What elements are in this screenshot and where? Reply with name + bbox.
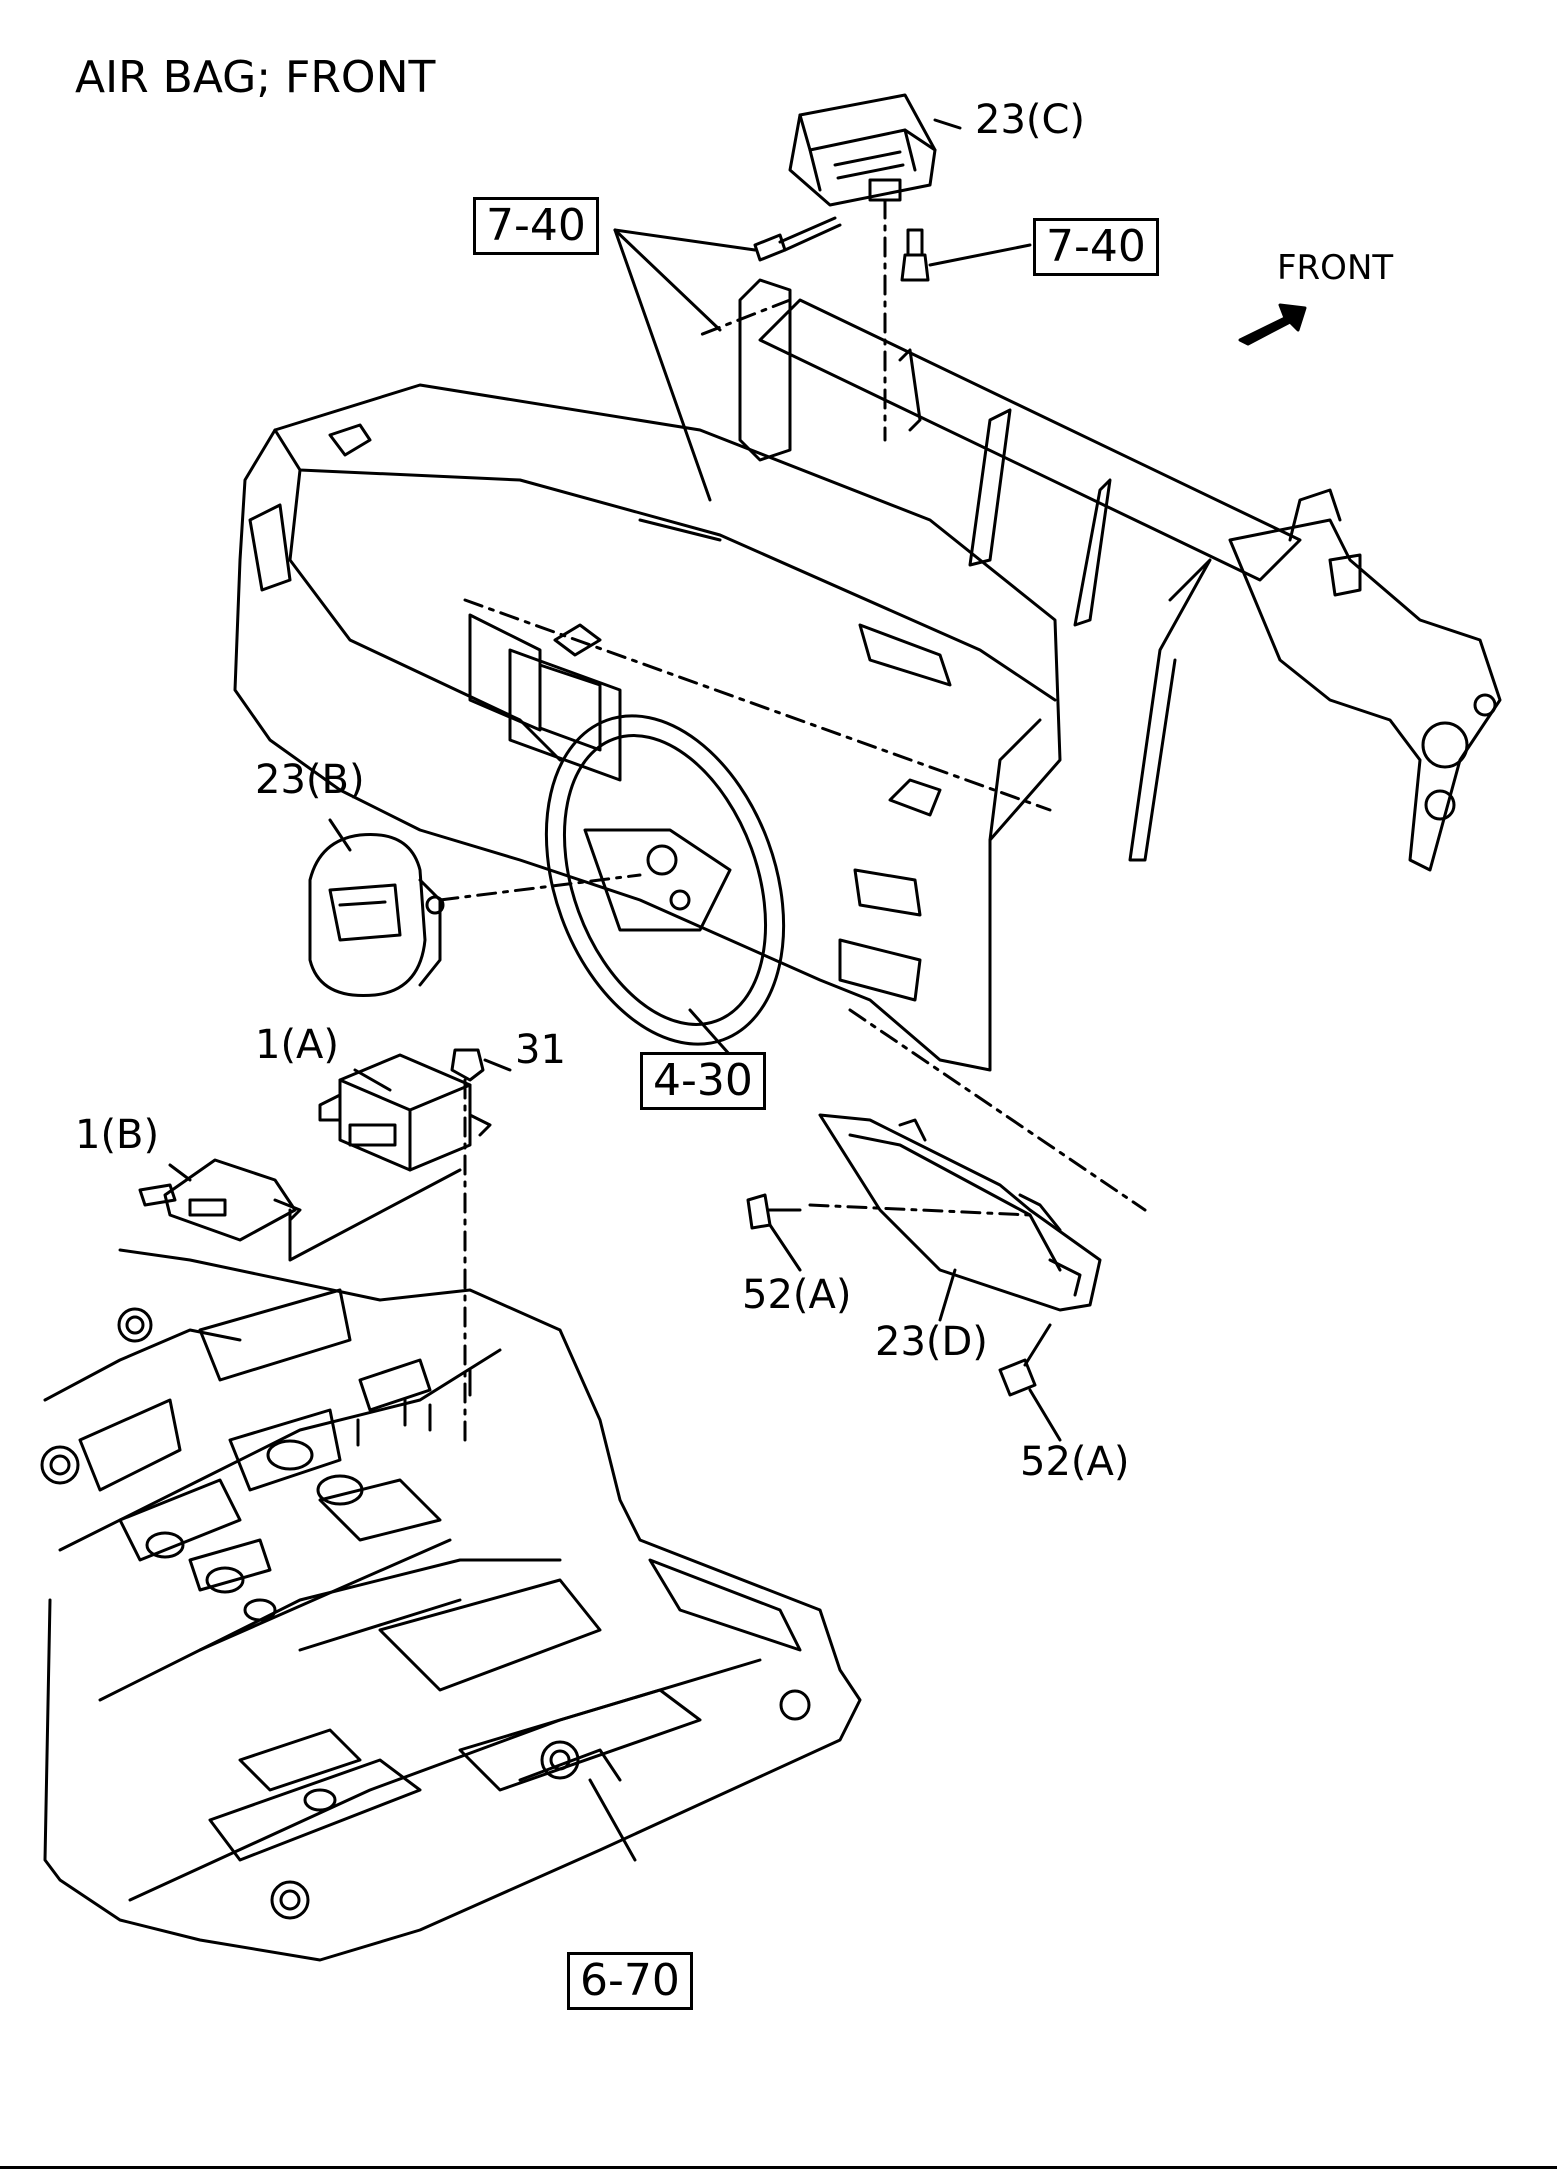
- callout-1b: 1(B): [75, 1112, 160, 1158]
- callout-52a-lower: 52(A): [1020, 1439, 1130, 1485]
- callout-23c: 23(C): [975, 97, 1086, 143]
- mounting-bolt: [753, 216, 842, 262]
- callout-23d: 23(D): [875, 1319, 988, 1365]
- leader-solid: [613, 118, 1032, 502]
- steering-wheel: [544, 714, 786, 1046]
- page-title: AIR BAG; FRONT: [75, 52, 436, 103]
- bottom-rule: [0, 2166, 1557, 2169]
- instrument-panel: [233, 383, 1062, 1072]
- ref-box-6-70: 6-70: [567, 1952, 693, 2010]
- cross-member: [738, 278, 1502, 872]
- sdm-unit-a: [318, 1053, 492, 1172]
- callout-52a-upper: 52(A): [742, 1272, 852, 1318]
- callout-1a: 1(A): [255, 1022, 340, 1068]
- driver-airbag: [308, 832, 445, 998]
- ref-box-7-40-left: 7-40: [473, 197, 599, 255]
- bolt-52a-lower: [998, 1323, 1052, 1397]
- callout-23b: 23(B): [255, 757, 365, 803]
- leader-solid-lower: [168, 818, 1062, 1862]
- mounting-screw: [900, 228, 930, 282]
- floor-panel: [40, 1248, 862, 1962]
- ref-box-7-40-right: 7-40: [1033, 218, 1159, 276]
- sdm-unit-b: [138, 1158, 462, 1262]
- callout-31: 31: [515, 1027, 566, 1073]
- front-label: FRONT: [1277, 248, 1394, 288]
- nut: [450, 1048, 512, 1082]
- knee-airbag: [818, 1113, 1102, 1312]
- bolt-52a-upper: [746, 1193, 802, 1230]
- passenger-airbag-module: [788, 93, 937, 207]
- front-arrow-icon: [1238, 303, 1307, 346]
- ref-box-4-30: 4-30: [640, 1052, 766, 1110]
